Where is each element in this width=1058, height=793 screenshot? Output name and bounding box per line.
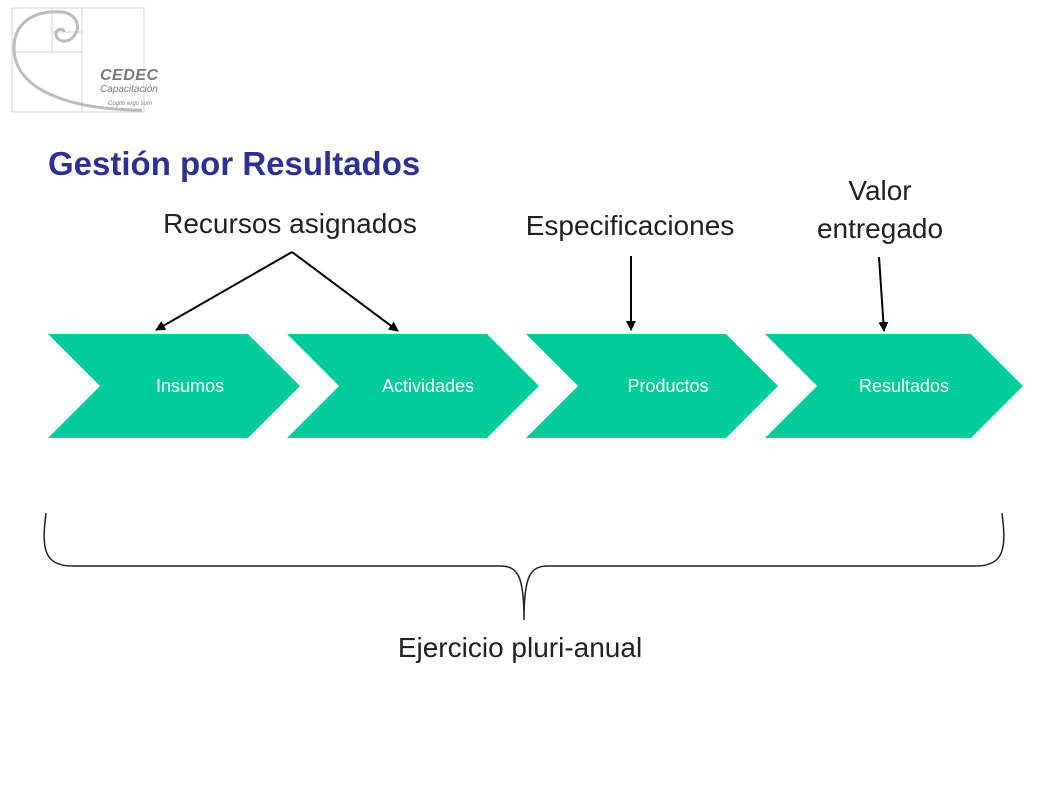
recursos-asignados-label: Recursos asignados	[163, 208, 417, 239]
page-title: Gestión por Resultados	[48, 145, 421, 182]
valor-label-line2: entregado	[816, 213, 944, 244]
arrow-to-actividades	[291, 251, 399, 332]
arrow-to-resultados	[878, 256, 889, 332]
chevron-actividades	[287, 334, 539, 438]
logo-name: CEDEC	[100, 67, 159, 84]
cedec-logo: CEDEC Capacitación Cogito ergo sum	[10, 6, 158, 116]
bracket	[43, 512, 1005, 621]
step-label-productos: Productos	[627, 376, 709, 396]
logo-subtitle: Capacitación	[100, 84, 158, 95]
arrow-to-insumos	[155, 251, 293, 331]
step-label-insumos: Insumos	[155, 376, 225, 396]
especificaciones-label: Especificaciones	[525, 210, 735, 241]
valor-label-line1: Valor	[848, 175, 912, 206]
step-label-actividades: Actividades	[381, 376, 475, 396]
logo-tagline: Cogito ergo sum	[108, 101, 153, 107]
chevron-resultados	[765, 334, 1023, 438]
chevron-productos	[526, 334, 778, 438]
ejercicio-pluri-anual-label: Ejercicio pluri-anual	[397, 632, 643, 663]
chevron-insumos	[48, 334, 300, 438]
valor-entregado-label: Valor entregado	[790, 172, 970, 248]
step-label-resultados: Resultados	[858, 376, 950, 396]
golden-spiral-icon	[11, 7, 145, 113]
